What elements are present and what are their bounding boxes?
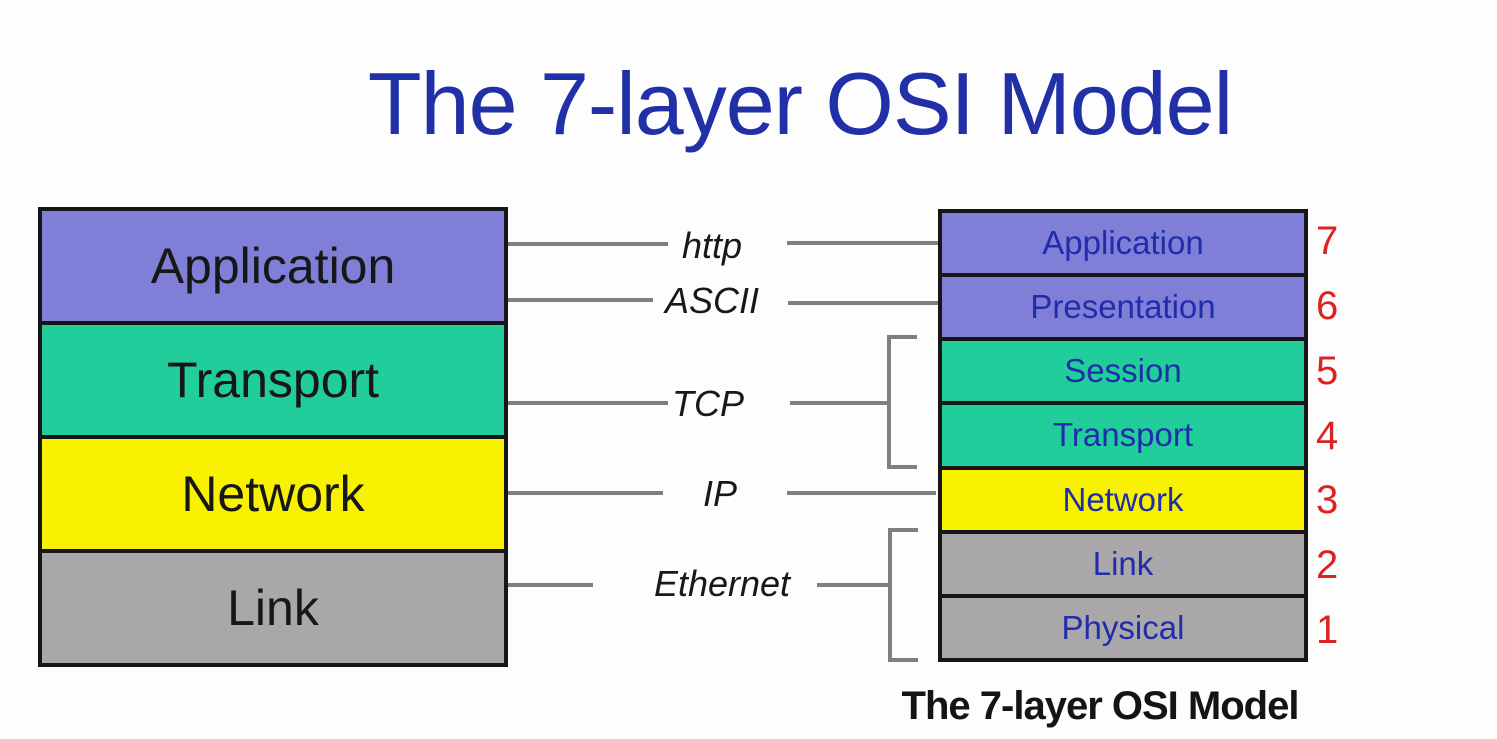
layer-number-3: 3 <box>1316 478 1339 523</box>
right-layer-transport-label: Transport <box>1053 416 1193 454</box>
right-layer-link: Link <box>942 533 1304 598</box>
right-layer-network-label: Network <box>1062 480 1184 518</box>
page-title: The 7-layer OSI Model <box>367 54 1233 153</box>
right-layer-network: Network <box>942 469 1304 534</box>
four-layer-stack: Application Transport Network Link <box>38 207 508 667</box>
http-connector-right-line <box>787 241 938 245</box>
layer-number-1: 1 <box>1316 607 1339 652</box>
right-layer-session-label: Session <box>1064 352 1182 390</box>
protocol-label-ethernet: Ethernet <box>653 563 791 604</box>
left-layer-application-label: Application <box>150 238 396 294</box>
left-layer-network-label: Network <box>181 466 365 522</box>
left-layer-transport-label: Transport <box>166 352 380 408</box>
protocol-label-http: http <box>681 225 743 266</box>
right-layer-link-label: Link <box>1092 544 1154 582</box>
tcp-connector-right-line <box>790 401 890 405</box>
right-layer-session: Session <box>942 341 1304 406</box>
layer-number-4: 4 <box>1316 413 1339 458</box>
right-layer-transport: Transport <box>942 405 1304 470</box>
protocol-label-tcp: TCP <box>672 383 744 424</box>
protocol-label-ascii: ASCII <box>664 280 760 321</box>
ascii-connector-right-line <box>788 301 938 305</box>
left-layer-application: Application <box>42 211 504 325</box>
diagram-caption: The 7-layer OSI Model <box>901 684 1300 728</box>
right-layer-physical: Physical <box>942 597 1304 658</box>
left-layer-link: Link <box>42 553 504 663</box>
ethernet-link-physical-bracket <box>888 528 918 662</box>
right-layer-presentation-label: Presentation <box>1030 288 1216 326</box>
left-layer-link-label: Link <box>227 580 319 636</box>
seven-layer-stack: Application Presentation Session Transpo… <box>938 209 1308 662</box>
protocol-label-ip: IP <box>702 473 738 514</box>
right-layer-application: Application <box>942 213 1304 278</box>
right-layer-physical-label: Physical <box>1061 608 1185 646</box>
http-connector-left-line <box>508 242 668 246</box>
ethernet-connector-right-line <box>817 583 891 587</box>
layer-number-7: 7 <box>1316 219 1339 264</box>
right-layer-presentation: Presentation <box>942 277 1304 342</box>
layer-number-2: 2 <box>1316 542 1339 587</box>
ascii-connector-left-line <box>508 298 653 302</box>
right-layer-application-label: Application <box>1042 224 1204 262</box>
layer-numbers-column: 7 6 5 4 3 2 1 <box>1316 209 1362 662</box>
tcp-session-transport-bracket <box>887 335 917 469</box>
ip-connector-right-line <box>787 491 936 495</box>
tcp-connector-left-line <box>508 401 668 405</box>
layer-number-5: 5 <box>1316 348 1339 393</box>
left-layer-network: Network <box>42 439 504 553</box>
ethernet-connector-left-line <box>508 583 593 587</box>
ip-connector-left-line <box>508 491 663 495</box>
left-layer-transport: Transport <box>42 325 504 439</box>
layer-number-6: 6 <box>1316 284 1339 329</box>
